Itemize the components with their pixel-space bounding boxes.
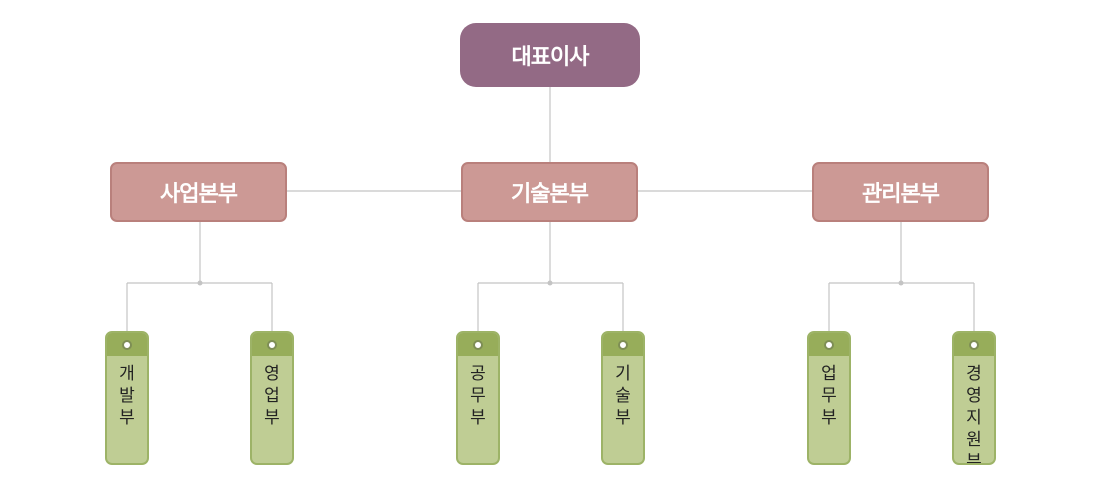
- department-label: 업무부: [821, 364, 837, 428]
- division-node-management: 관리본부: [812, 162, 989, 222]
- department-tag-development: 개발부: [105, 331, 149, 465]
- department-label: 기술부: [615, 364, 631, 428]
- department-tag-operations: 업무부: [807, 331, 851, 465]
- department-label: 경영지원부: [966, 364, 982, 465]
- tag-hole-icon: [618, 340, 628, 350]
- department-tag-sales: 영업부: [250, 331, 294, 465]
- department-label: 개발부: [119, 364, 135, 428]
- tag-hole-icon: [473, 340, 483, 350]
- division-node-technology: 기술본부: [461, 162, 638, 222]
- division-node-business: 사업본부: [110, 162, 287, 222]
- department-label: 영업부: [264, 364, 280, 428]
- ceo-node: 대표이사: [460, 23, 640, 87]
- department-tag-technical: 기술부: [601, 331, 645, 465]
- junction-dot: [898, 280, 904, 286]
- tag-hole-icon: [969, 340, 979, 350]
- department-label: 공무부: [470, 364, 486, 428]
- tag-hole-icon: [267, 340, 277, 350]
- junction-dot: [197, 280, 203, 286]
- tag-hole-icon: [122, 340, 132, 350]
- tag-hole-icon: [824, 340, 834, 350]
- junction-dot: [547, 280, 553, 286]
- department-tag-management-support: 경영지원부: [952, 331, 996, 465]
- department-tag-construction: 공무부: [456, 331, 500, 465]
